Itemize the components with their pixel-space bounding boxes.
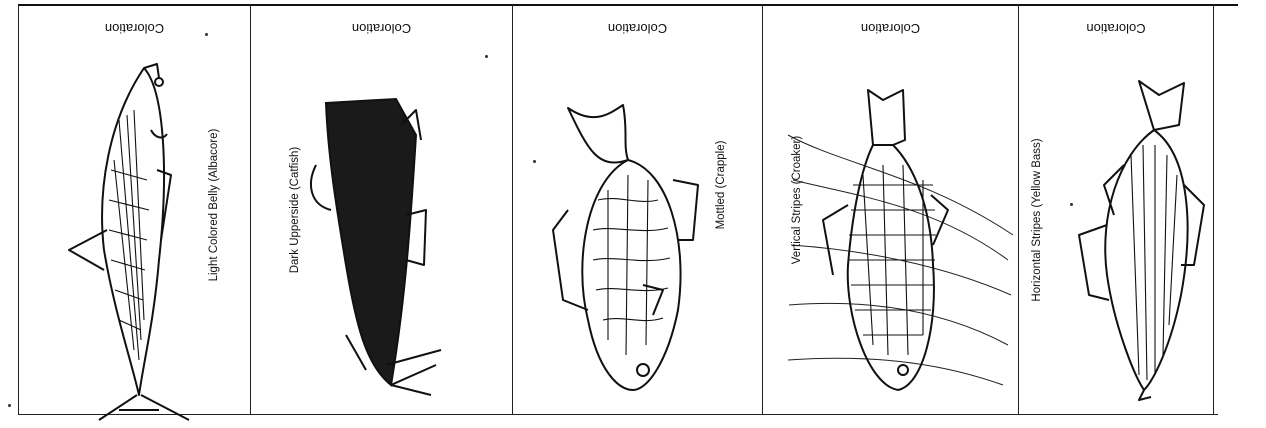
speck bbox=[1070, 203, 1073, 206]
card-heading: Coloration bbox=[763, 21, 1018, 36]
speck bbox=[485, 55, 488, 58]
card-heading: Coloration bbox=[251, 21, 512, 36]
card-heading: Coloration bbox=[1019, 21, 1213, 36]
card-heading: Coloration bbox=[513, 21, 762, 36]
catfish-illustration bbox=[306, 95, 496, 395]
croaker-illustration bbox=[783, 85, 1018, 410]
card-yellow-bass: Coloration Horizontal Stripes (Yellow Ba… bbox=[1018, 5, 1214, 415]
yellow-bass-illustration bbox=[1069, 75, 1209, 400]
card-caption: Vertical Stripes (Croaker) bbox=[791, 136, 803, 264]
card-caption: Light Colored Belly (Albacore) bbox=[208, 129, 220, 282]
card-catfish: Coloration Dark Upperside (Catfish) bbox=[250, 5, 512, 415]
card-caption: Horizontal Stripes (Yellow Bass) bbox=[1031, 138, 1043, 301]
speck bbox=[205, 33, 208, 36]
albacore-illustration bbox=[59, 60, 209, 420]
card-heading: Coloration bbox=[19, 21, 250, 36]
card-crappie: Coloration Mottled (Crapple) bbox=[512, 5, 762, 415]
card-caption: Mottled (Crapple) bbox=[715, 141, 727, 230]
speck bbox=[8, 404, 11, 407]
card-croaker: Coloration Vertical Stripes (Croaker) bbox=[762, 5, 1018, 415]
card-caption: Dark Upperside (Catfish) bbox=[289, 147, 301, 274]
crappie-illustration bbox=[548, 100, 708, 395]
speck bbox=[533, 160, 536, 163]
card-albacore: Coloration Light Colored Belly (Albacore… bbox=[18, 5, 250, 415]
